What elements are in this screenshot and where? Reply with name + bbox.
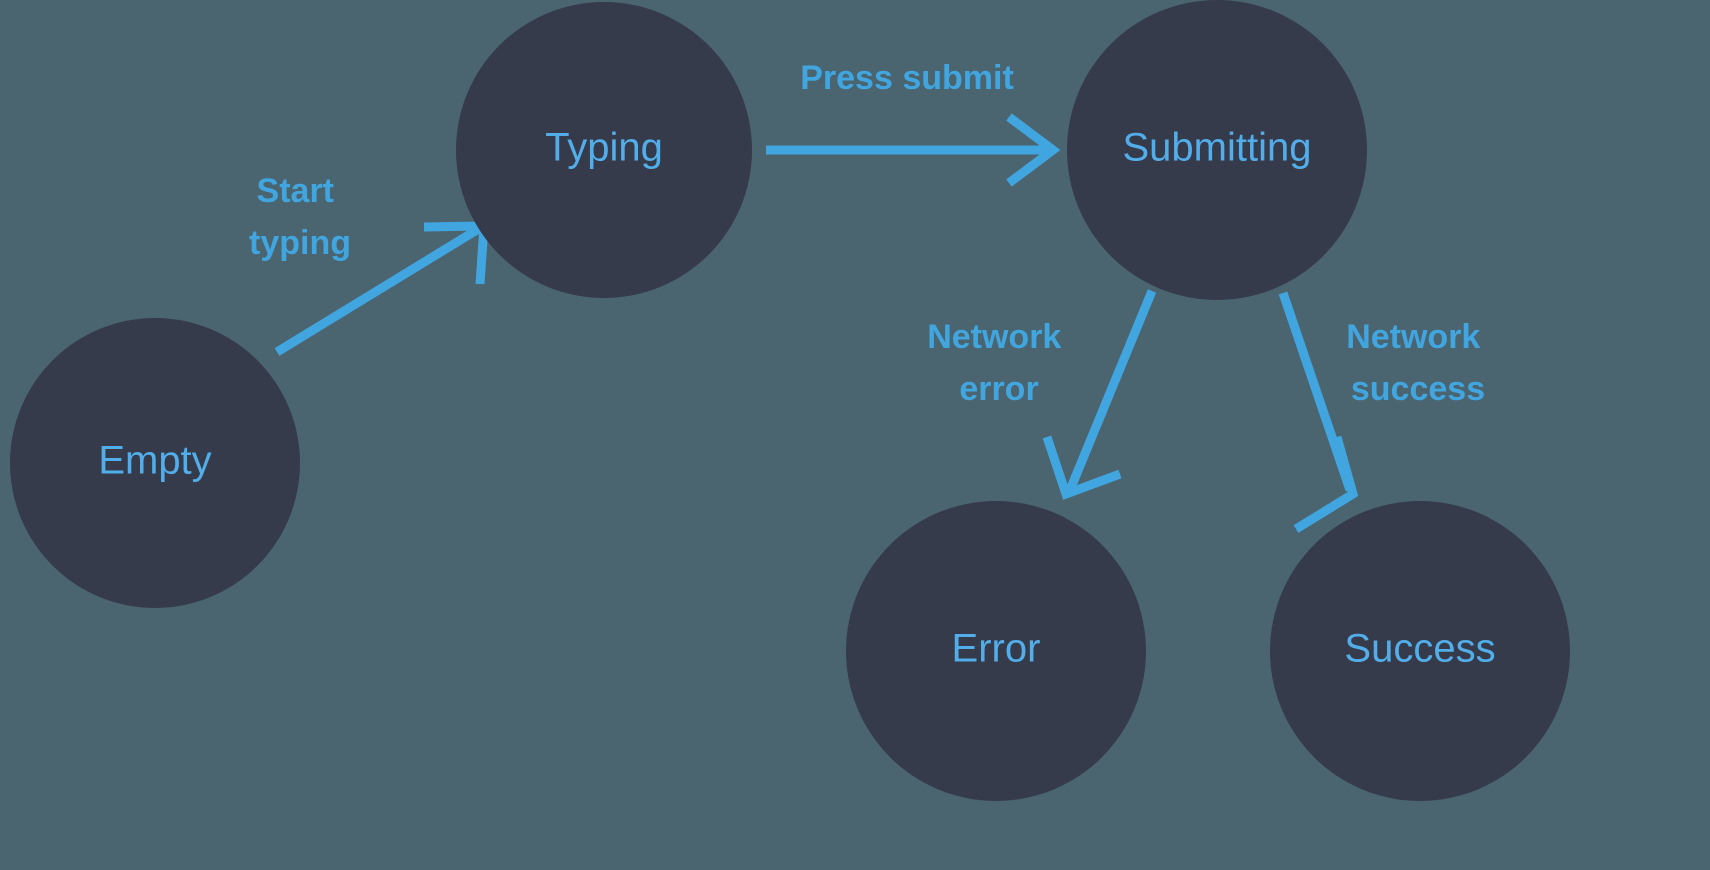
node-submitting[interactable]: Submitting bbox=[1067, 0, 1367, 300]
edge-label-network-error: Network error bbox=[927, 318, 1071, 408]
edge-submitting-to-success bbox=[1278, 291, 1359, 533]
node-typing-circle[interactable] bbox=[456, 2, 752, 298]
edge-label-start-typing-line-1: Start bbox=[257, 172, 334, 210]
edge-label-start-typing: Start typing bbox=[249, 172, 351, 262]
node-error-circle[interactable] bbox=[846, 501, 1146, 801]
node-error-label: Error bbox=[952, 627, 1041, 671]
edge-label-press-submit-line-1: Press submit bbox=[800, 59, 1014, 97]
node-error[interactable]: Error bbox=[846, 501, 1146, 801]
edge-label-press-submit: Press submit bbox=[800, 59, 1014, 97]
edge-label-network-error-line-1: Network bbox=[927, 318, 1061, 356]
node-typing-label: Typing bbox=[545, 126, 663, 170]
edge-label-network-success-line-1: Network bbox=[1346, 318, 1480, 356]
edge-submitting-to-error-arrowhead bbox=[1042, 435, 1122, 500]
node-submitting-circle[interactable] bbox=[1067, 0, 1367, 300]
node-empty-circle[interactable] bbox=[10, 318, 300, 608]
node-empty-label: Empty bbox=[98, 439, 211, 483]
node-success-label: Success bbox=[1344, 627, 1495, 671]
node-typing[interactable]: Typing bbox=[456, 2, 752, 298]
node-success-circle[interactable] bbox=[1270, 501, 1570, 801]
edge-submitting-to-success-arrowhead bbox=[1293, 435, 1359, 533]
edge-label-network-success-line-2: success bbox=[1351, 370, 1485, 408]
edge-submitting-to-error bbox=[1042, 289, 1157, 500]
node-submitting-label: Submitting bbox=[1123, 126, 1312, 170]
edge-label-network-success: Network success bbox=[1346, 318, 1490, 408]
edge-label-start-typing-line-2: typing bbox=[249, 224, 351, 262]
edge-submitting-to-error-line bbox=[1065, 289, 1157, 492]
node-success[interactable]: Success bbox=[1270, 501, 1570, 801]
edge-typing-to-submitting-arrowhead bbox=[1006, 113, 1061, 187]
node-empty[interactable]: Empty bbox=[10, 318, 300, 608]
edge-label-network-error-line-2: error bbox=[959, 370, 1038, 408]
edge-typing-to-submitting bbox=[766, 113, 1061, 187]
edge-empty-to-typing-line bbox=[274, 224, 483, 356]
